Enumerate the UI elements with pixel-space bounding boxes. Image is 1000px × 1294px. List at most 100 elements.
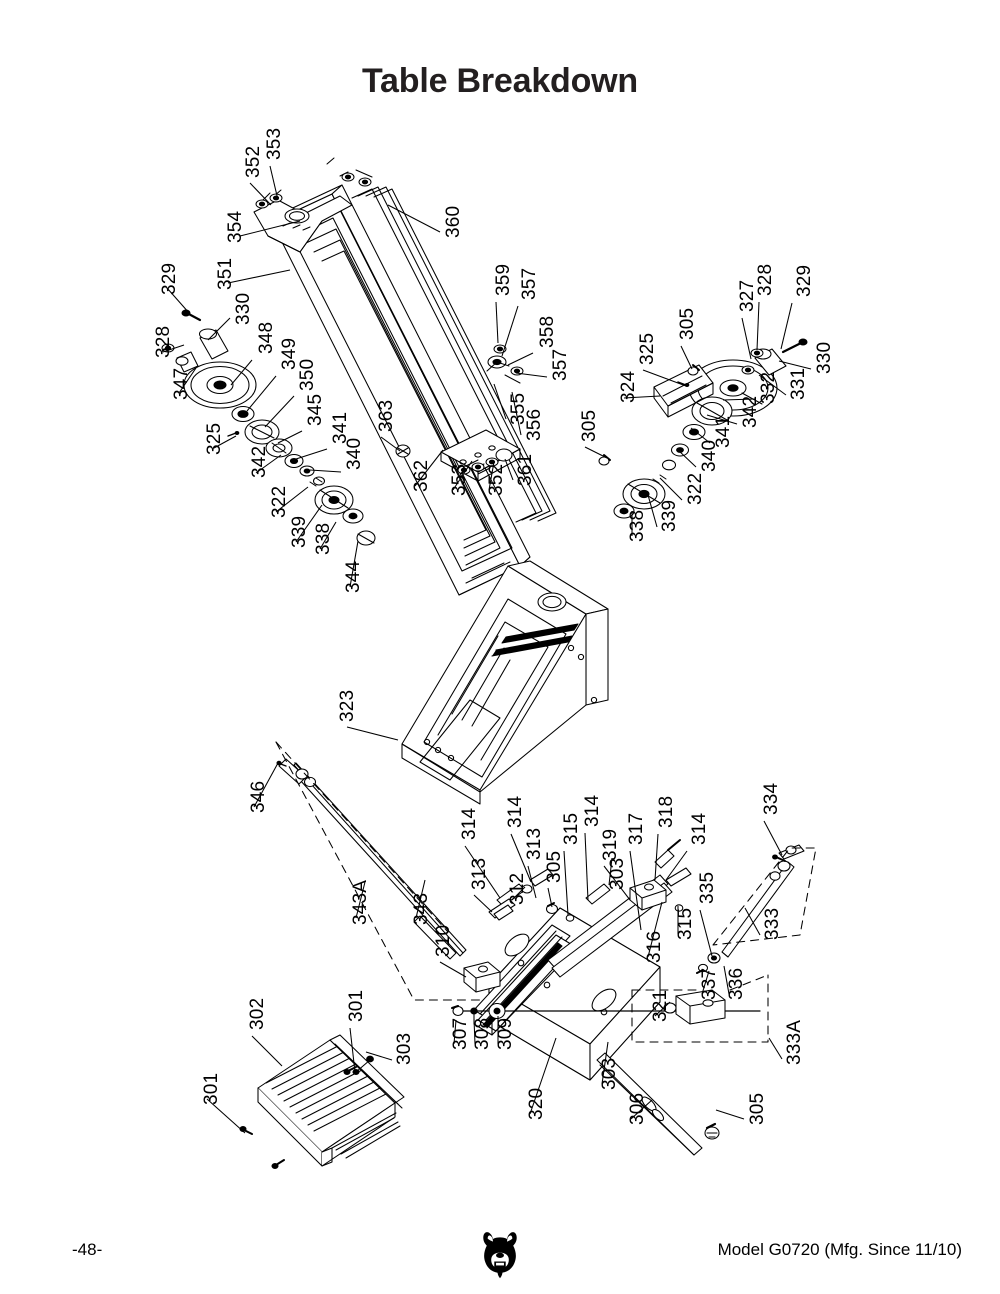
callout-323: 323 xyxy=(337,689,358,722)
callout-303: 303 xyxy=(607,857,628,890)
callout-356: 356 xyxy=(524,408,545,441)
leader-line-330 xyxy=(207,317,231,341)
leader-line-359 xyxy=(495,301,499,344)
callout-318: 318 xyxy=(656,795,677,828)
callout-324: 324 xyxy=(618,370,639,403)
callout-346: 346 xyxy=(248,780,269,813)
leader-line-357 xyxy=(501,305,519,357)
callout-330: 330 xyxy=(814,341,835,374)
leader-line-339 xyxy=(295,504,323,543)
leader-line-332 xyxy=(722,398,756,401)
leader-line-337 xyxy=(701,970,710,995)
callout-350: 350 xyxy=(297,358,318,391)
callout-357: 357 xyxy=(550,348,571,381)
callout-345: 345 xyxy=(305,393,326,426)
leader-line-329 xyxy=(780,302,793,350)
leader-line-318 xyxy=(654,833,659,881)
callout-334: 334 xyxy=(761,782,782,815)
callout-322: 322 xyxy=(685,472,706,505)
leader-line-330 xyxy=(778,360,812,370)
leader-line-363 xyxy=(380,436,401,452)
callout-314: 314 xyxy=(505,795,526,828)
leader-line-336 xyxy=(723,965,730,995)
page-title: Table Breakdown xyxy=(362,62,638,100)
leader-line-331 xyxy=(758,374,787,396)
leader-line-349 xyxy=(246,375,277,412)
leader-line-352 xyxy=(488,461,495,491)
callout-305: 305 xyxy=(677,307,698,340)
leader-line-328 xyxy=(756,301,760,351)
callout-319: 319 xyxy=(600,828,621,861)
leader-line-303 xyxy=(608,857,613,886)
callout-336: 336 xyxy=(726,967,747,1000)
leader-line-314 xyxy=(584,832,589,901)
callout-320: 320 xyxy=(526,1087,547,1120)
way-cover-bellows xyxy=(239,1034,405,1170)
callout-330: 330 xyxy=(233,292,254,325)
callout-333A: 333A xyxy=(784,1019,805,1065)
leader-line-350 xyxy=(264,395,295,428)
callout-338: 338 xyxy=(313,522,334,555)
callout-363: 363 xyxy=(376,399,397,432)
leader-line-325 xyxy=(213,435,237,449)
callout-332: 332 xyxy=(758,371,779,404)
callout-310: 310 xyxy=(433,924,454,957)
upper-table-casting xyxy=(253,157,557,596)
callout-338: 338 xyxy=(627,509,648,542)
callout-353: 353 xyxy=(264,127,285,160)
leader-line-302 xyxy=(251,1035,283,1067)
callout-352: 352 xyxy=(243,145,264,178)
leader-line-307 xyxy=(453,1019,457,1045)
leader-line-360 xyxy=(387,204,441,233)
left-leadscrew-stack xyxy=(161,309,376,546)
leader-line-343 xyxy=(415,879,426,919)
leader-line-343A xyxy=(355,881,366,919)
leader-line-338 xyxy=(319,521,337,550)
callout-328: 328 xyxy=(755,263,776,296)
callout-353: 353 xyxy=(449,463,470,496)
leader-line-329 xyxy=(166,287,191,315)
callout-313: 313 xyxy=(469,857,490,890)
callout-333: 333 xyxy=(762,907,783,940)
callout-321: 321 xyxy=(650,989,671,1022)
callout-305: 305 xyxy=(544,850,565,883)
callout-314: 314 xyxy=(689,812,710,845)
callout-305: 305 xyxy=(579,409,600,442)
callout-312: 312 xyxy=(507,872,528,905)
leader-line-351 xyxy=(227,269,291,284)
leader-line-313 xyxy=(473,894,493,913)
leader-line-341 xyxy=(295,448,328,460)
callout-359: 359 xyxy=(493,263,514,296)
leader-line-328 xyxy=(162,344,185,353)
leader-line-305 xyxy=(584,446,608,459)
callout-314: 314 xyxy=(582,794,603,827)
callout-331: 331 xyxy=(788,367,809,400)
footer-model-text: Model G0720 (Mfg. Since 11/10) xyxy=(717,1240,962,1259)
leader-line-353 xyxy=(452,460,473,491)
callout-357: 357 xyxy=(519,267,540,300)
callout-362: 362 xyxy=(411,459,432,492)
callout-343: 343 xyxy=(411,892,432,925)
leader-line-305 xyxy=(547,887,553,908)
callout-301: 301 xyxy=(346,989,367,1022)
callout-308: 308 xyxy=(472,1017,493,1050)
leader-line-323 xyxy=(346,726,399,741)
callout-358: 358 xyxy=(537,315,558,348)
leader-line-324 xyxy=(623,395,661,399)
leader-line-342 xyxy=(706,414,738,425)
callout-316: 316 xyxy=(644,930,665,963)
callout-303: 303 xyxy=(394,1032,415,1065)
callout-302: 302 xyxy=(247,997,268,1030)
leader-line-308 xyxy=(473,1018,476,1045)
callout-354: 354 xyxy=(225,210,246,243)
leader-line-342 xyxy=(255,454,282,474)
callout-340: 340 xyxy=(699,439,720,472)
leader-line-335 xyxy=(699,909,713,957)
leader-line-352 xyxy=(249,182,272,206)
leader-line-312 xyxy=(511,886,526,901)
leader-line-339 xyxy=(647,494,658,528)
leader-line-322 xyxy=(659,477,683,501)
leader-line-301 xyxy=(206,1098,246,1134)
leader-line-303 xyxy=(365,1051,393,1061)
